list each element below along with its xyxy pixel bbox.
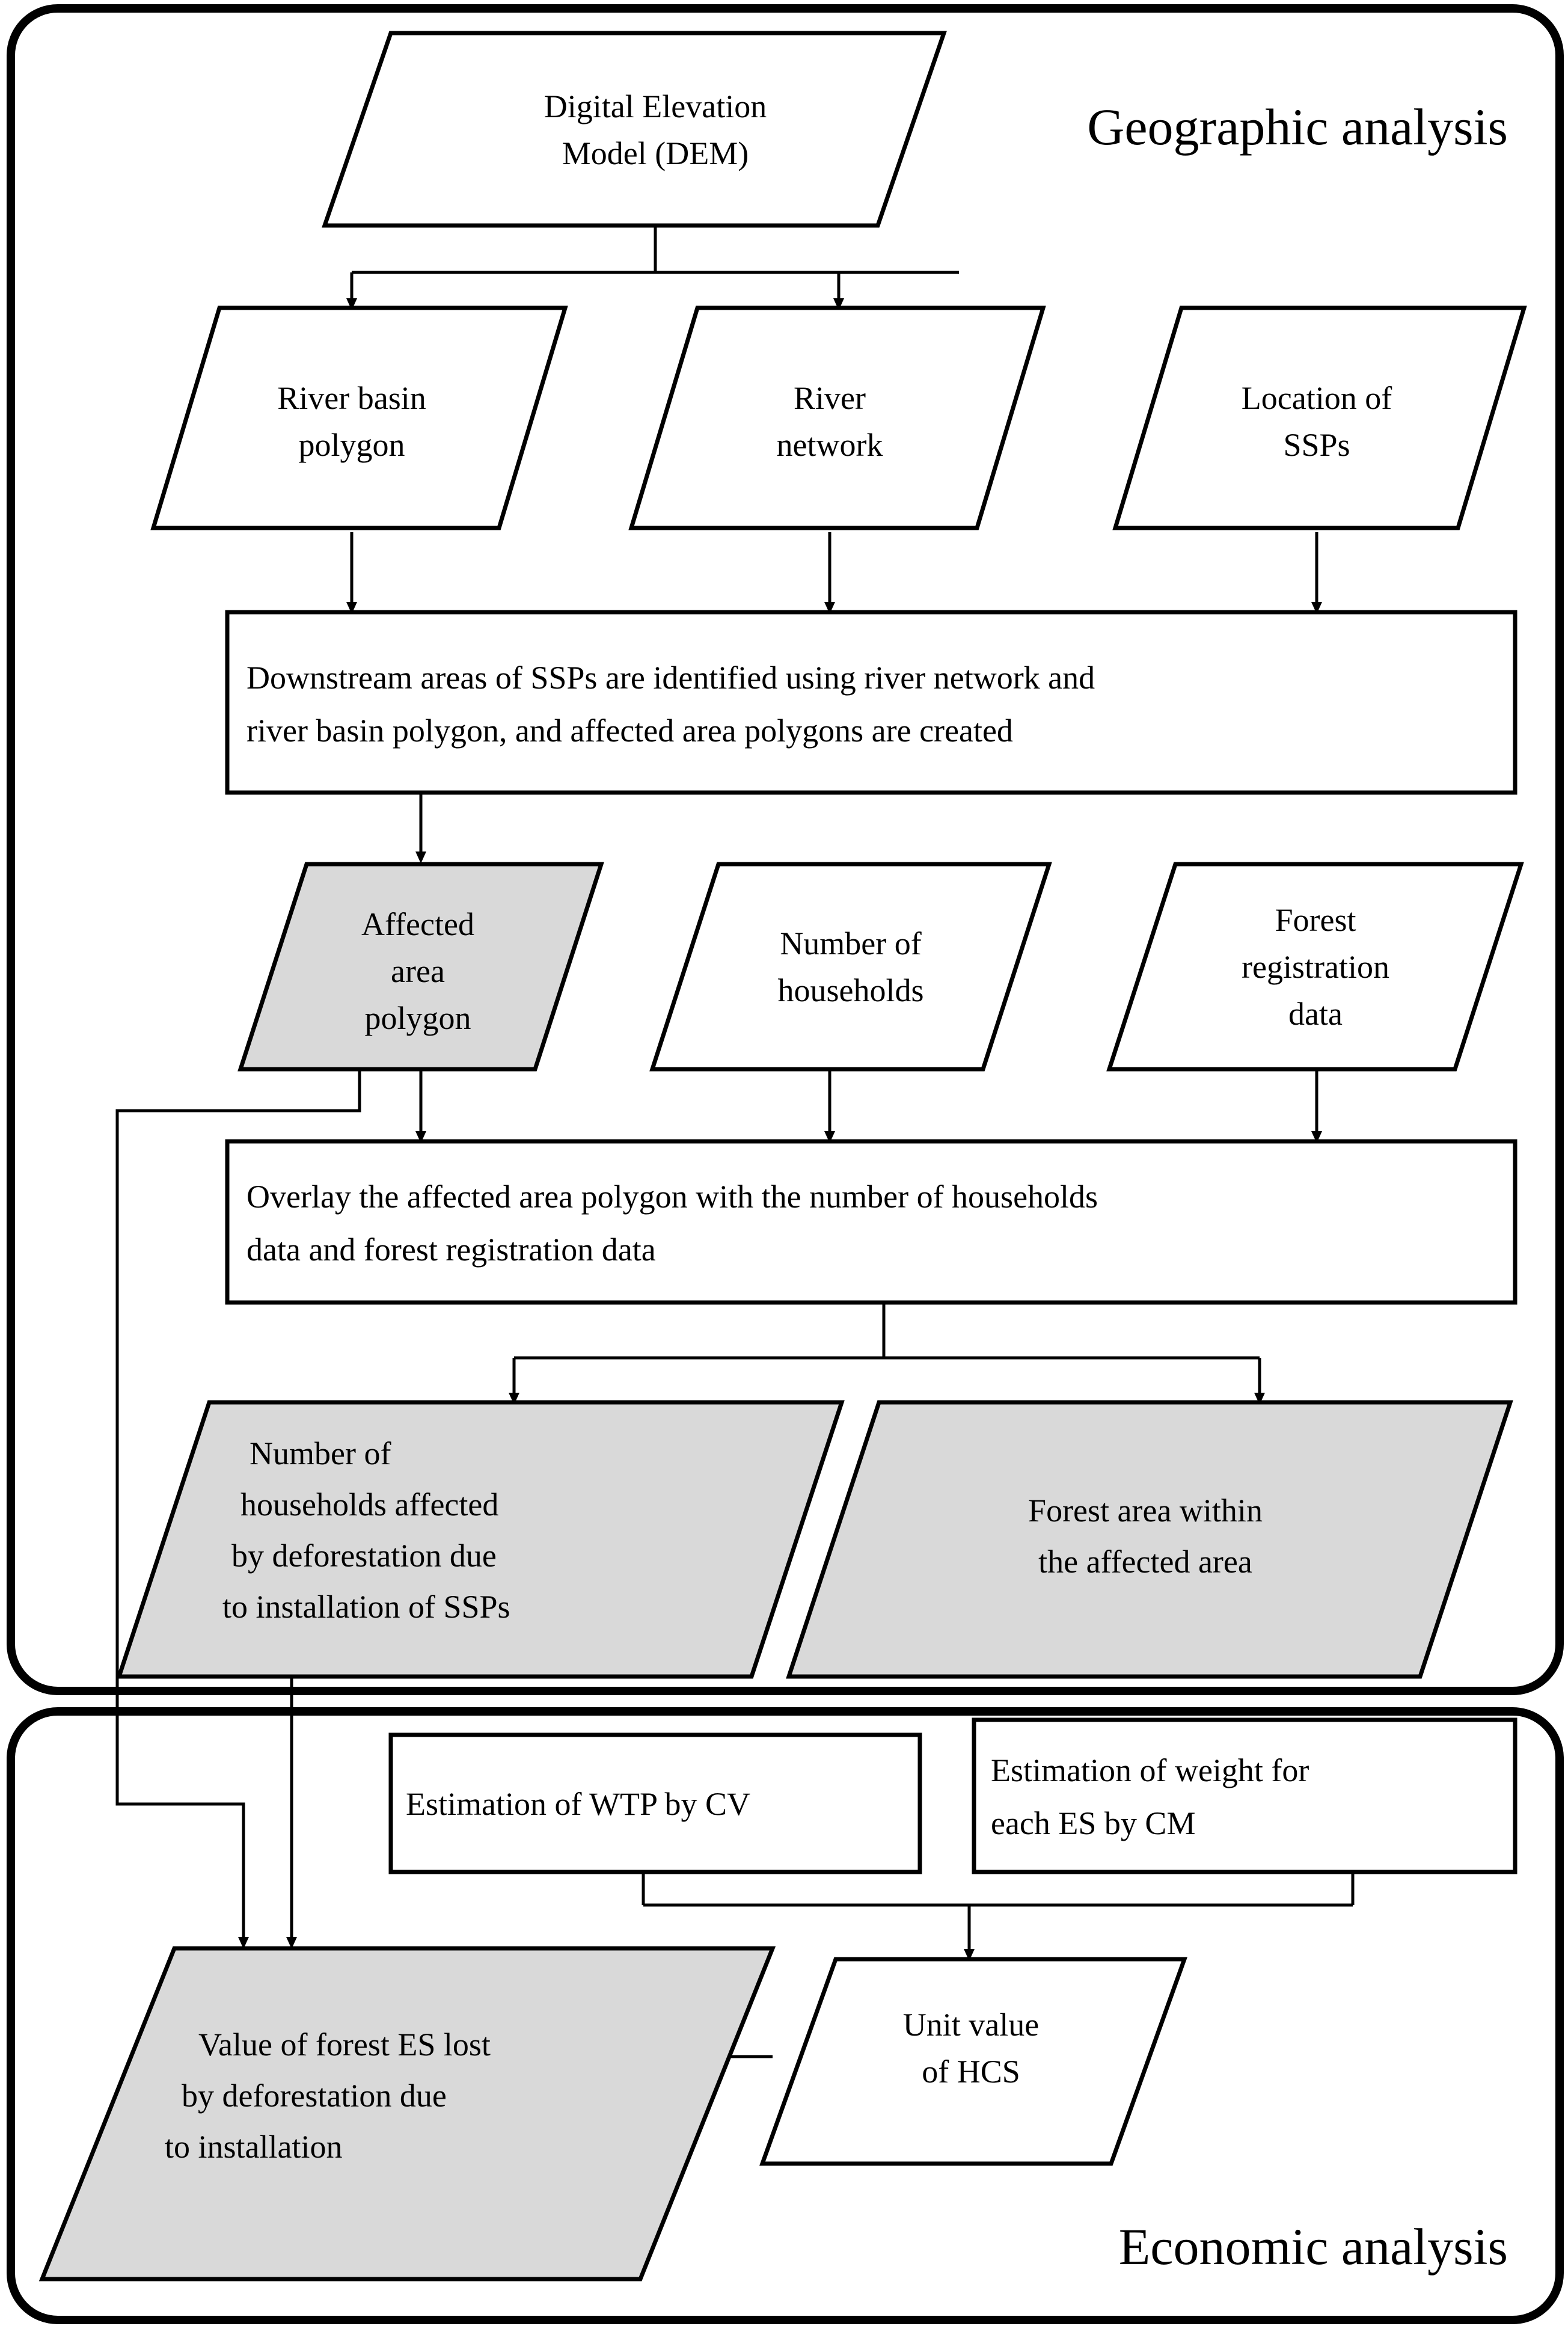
node-overlay-process[interactable]: Overlay the affected area polygon with t… — [225, 1139, 1517, 1305]
panel-economic-analysis — [7, 1707, 1564, 2324]
forest-area-line-2: the affected area — [1038, 1544, 1252, 1580]
value-lost-line-2: by deforestation due — [182, 2078, 447, 2114]
weight-cm-line-2: each ES by CM — [991, 1805, 1195, 1841]
overlay-process-box[interactable] — [225, 1139, 1517, 1305]
affected-area-line-2: area — [391, 953, 445, 989]
node-digital-elevation-model[interactable]: Digital Elevation Model (DEM) — [322, 31, 947, 228]
weight-cm-line-1: Estimation of weight for — [991, 1752, 1309, 1788]
households-line-1: Number of — [780, 925, 921, 962]
affected-area-line-3: polygon — [364, 1000, 471, 1036]
node-river-basin-polygon[interactable]: River basin polygon — [150, 305, 568, 530]
node-unit-value-of-hcs[interactable]: Unit value of HCS — [759, 1957, 1187, 2166]
section-title-geographic-analysis: Geographic analysis — [1087, 98, 1508, 156]
dem-line-2: Model (DEM) — [562, 135, 749, 171]
node-number-of-households[interactable]: Number of households — [649, 862, 1052, 1072]
wtp-cv-box[interactable] — [388, 1732, 922, 1874]
river-network-line-2: network — [777, 427, 883, 463]
node-households-affected-by-deforestation[interactable]: Number of households affected by defores… — [116, 1400, 845, 1679]
unit-hcs-line-1: Unit value — [903, 2007, 1039, 2043]
edge-affected-polygon-to-value-lost — [115, 1067, 361, 1949]
affected-area-line-1: Affected — [361, 906, 474, 942]
overlay-process-line-2: data and forest registration data — [247, 1232, 656, 1268]
overlay-process-line-1: Overlay the affected area polygon with t… — [247, 1179, 1098, 1215]
node-location-of-ssps[interactable]: Location of SSPs — [1112, 305, 1527, 530]
node-affected-area-polygon[interactable]: Affected area polygon — [237, 862, 604, 1072]
node-forest-area-within-affected-area[interactable]: Forest area within the affected area — [786, 1400, 1513, 1679]
households-affected-line-3: by deforestation due — [231, 1538, 497, 1574]
unit-hcs-line-2: of HCS — [922, 2054, 1020, 2090]
panel-geographic-analysis — [7, 4, 1564, 1695]
node-value-of-forest-es-lost[interactable]: Value of forest ES lost by deforestation… — [38, 1946, 776, 2281]
ssp-location-line-1: Location of — [1242, 380, 1392, 416]
weight-cm-box[interactable] — [972, 1717, 1517, 1874]
downstream-process-line-2: river basin polygon, and affected area p… — [247, 713, 1013, 749]
river-network-parallelogram[interactable] — [628, 305, 1046, 530]
section-title-economic-analysis: Economic analysis — [1119, 2218, 1508, 2275]
downstream-process-line-1: Downstream areas of SSPs are identified … — [247, 660, 1095, 696]
forest-registration-line-2: registration — [1242, 949, 1389, 985]
ssp-location-parallelogram[interactable] — [1112, 305, 1527, 530]
households-affected-line-1: Number of — [250, 1435, 391, 1471]
households-line-2: households — [778, 972, 924, 1008]
affected-area-parallelogram[interactable] — [237, 862, 604, 1072]
forest-registration-parallelogram[interactable] — [1106, 862, 1524, 1072]
river-network-line-1: River — [794, 380, 866, 416]
unit-hcs-parallelogram[interactable] — [759, 1957, 1187, 2166]
households-parallelogram[interactable] — [649, 862, 1052, 1072]
river-basin-line-1: River basin — [277, 380, 426, 416]
node-estimation-of-wtp-by-cv[interactable]: Estimation of WTP by CV — [388, 1732, 922, 1874]
forest-registration-line-1: Forest — [1275, 902, 1356, 938]
forest-registration-line-3: data — [1288, 996, 1343, 1032]
downstream-process-box[interactable] — [225, 610, 1517, 795]
node-forest-registration-data[interactable]: Forest registration data — [1106, 862, 1524, 1072]
wtp-cv-line-1: Estimation of WTP by CV — [406, 1786, 750, 1822]
value-lost-line-3: to installation — [165, 2129, 342, 2165]
river-basin-line-2: polygon — [298, 427, 405, 463]
dem-line-1: Digital Elevation — [544, 88, 767, 124]
forest-area-line-1: Forest area within — [1028, 1493, 1263, 1529]
households-affected-parallelogram[interactable] — [116, 1400, 845, 1679]
value-lost-parallelogram[interactable] — [38, 1946, 776, 2281]
node-downstream-identification-process[interactable]: Downstream areas of SSPs are identified … — [225, 610, 1517, 795]
households-affected-line-4: to installation of SSPs — [222, 1589, 510, 1625]
dem-parallelogram[interactable] — [322, 31, 947, 228]
river-basin-parallelogram[interactable] — [150, 305, 568, 530]
households-affected-line-2: households affected — [240, 1487, 498, 1523]
ssp-location-line-2: SSPs — [1283, 427, 1350, 463]
value-lost-line-1: Value of forest ES lost — [198, 2027, 491, 2063]
forest-area-parallelogram[interactable] — [786, 1400, 1513, 1679]
node-river-network[interactable]: River network — [628, 305, 1046, 530]
node-estimation-of-weight-by-cm[interactable]: Estimation of weight for each ES by CM — [972, 1717, 1517, 1874]
